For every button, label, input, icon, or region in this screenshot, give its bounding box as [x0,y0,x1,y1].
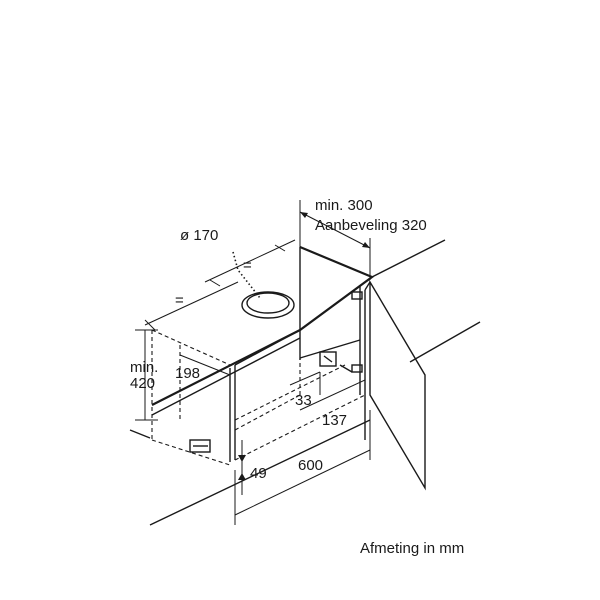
cabinet-left-panel [229,365,236,462]
wall-top-edge [369,239,446,279]
door-panel [369,279,426,491]
label-equal-1: = [243,257,252,274]
cabinet-top [151,245,375,416]
counter-left-stub [129,429,151,439]
dim-line-198 [179,354,231,376]
inner-back-line [299,339,361,359]
dim-198 [179,354,231,376]
dim-420 [135,329,158,421]
dim-line-600 [234,449,371,516]
arrow-49-top [238,455,246,462]
arrow-300-right [362,242,370,248]
hood-top-front [151,329,231,366]
counter-front-edge [149,419,371,526]
cabinet-inside [299,285,366,440]
wall-bottom-edge [409,321,481,363]
dim-line-300 [299,211,371,249]
label-aanbeveling-320: Aanbeveling 320 [315,217,427,234]
arrow-49-bottom [238,473,246,480]
cabinet-top-outline [151,245,375,406]
wall-edges [369,239,481,363]
label-600: 600 [298,457,323,474]
dim-line-equal-front [144,281,239,326]
label-198: 198 [175,365,200,382]
dim-line-137 [299,379,366,411]
exhaust-hole-inner [246,292,290,314]
label-137: 137 [322,412,347,429]
dim-line-33 [289,371,321,386]
cabinet-inner-top [234,329,301,366]
door-hinge-top [364,281,371,291]
dim-33-137 [289,371,366,411]
socket-detail [323,355,333,363]
socket-wire [339,364,353,373]
connector-block-icon [189,439,211,453]
hood-bottom-back [234,394,301,431]
label-min: min. [130,359,158,376]
label-diameter-170: ø 170 [180,227,218,244]
dim-line-equal-back [204,239,296,283]
label-min-300: min. 300 [315,197,373,214]
open-door [351,279,426,491]
socket-box-icon [319,351,337,367]
label-33: 33 [295,392,312,409]
label-equal-2: = [175,292,184,309]
caption-units: Afmeting in mm [360,540,464,557]
cabinet-front-lip [151,337,301,416]
hood-outline [151,329,366,466]
dim-49 [238,440,246,495]
dim-top-equal [144,239,296,331]
arrow-300-left [300,212,308,218]
hinge-bottom-icon [351,364,363,373]
hinge-top-icon [351,291,363,300]
counter-lines [129,419,371,526]
exhaust-hole [241,291,295,319]
tick-2 [209,279,221,287]
tick-3 [144,319,156,331]
tick-1 [274,244,286,252]
dim-min300 [299,200,371,280]
dim-600 [234,410,371,525]
exhaust-opening [241,291,295,319]
label-49: 49 [250,465,267,482]
hood-bottom-right [234,394,366,461]
connection-boxes [189,351,353,453]
label-420: 420 [130,375,155,392]
